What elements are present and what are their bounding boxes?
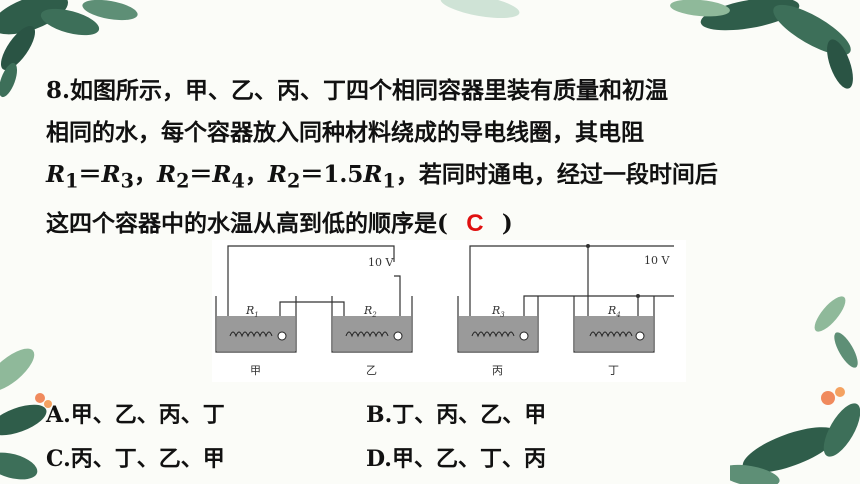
var-r: R (101, 161, 121, 188)
leaf-decoration-bottom-left (0, 348, 52, 480)
subscript: 1 (65, 169, 79, 193)
coil-r3-terminal (519, 331, 529, 341)
equals: ＝ (189, 161, 213, 188)
resistor-label-r2: R2 (363, 304, 377, 319)
coil-r4-terminal (635, 331, 645, 341)
circuit-figure: 10 V 10 V R1 R2 R3 R4 甲 乙 丙 丁 (212, 240, 686, 382)
question-line-2: 相同的水，每个容器放入同种材料绕成的导电线圈，其电阻 (46, 119, 644, 146)
question-line-1: 8.如图所示，甲、乙、丙、丁四个相同容器里装有质量和初温 (46, 77, 669, 104)
answer-mark: C (466, 209, 484, 237)
option-b[interactable]: B.丁、丙、乙、甲 (366, 402, 547, 428)
var-r: R (267, 161, 287, 188)
equals-coefficient: ＝1.5 (300, 161, 364, 188)
coil-group-left (229, 331, 403, 341)
resistor-label-r4: R4 (607, 304, 621, 319)
coil-r2-terminal (393, 331, 403, 341)
question-line-4-head: 这四个容器中的水温从高到低的顺序是( (46, 209, 448, 237)
subscript: 2 (176, 169, 190, 193)
question-line-3-tail: ，若同时通电，经过一段时间后 (395, 161, 718, 188)
question-line-4-tail: ) (501, 209, 513, 237)
container-label-ding: 丁 (608, 364, 619, 377)
coil-r4 (589, 331, 633, 338)
coil-r2 (345, 331, 389, 338)
comma: ， (244, 161, 268, 188)
leaf-decoration-top-right (440, 0, 853, 89)
leaf-decoration-top-left (0, 0, 138, 98)
subscript: 3 (120, 169, 134, 193)
subscript: 4 (231, 169, 245, 193)
coil-r1 (229, 331, 273, 338)
coil-r3 (471, 331, 515, 338)
junction-dot (636, 294, 640, 298)
resistor-label-r1: R1 (245, 304, 259, 319)
container-label-yi: 乙 (366, 364, 377, 377)
voltage-label-left: 10 V (368, 256, 394, 269)
question-line-3: R1＝R3，R2＝R4，R2＝1.5R1，若同时通电，经过一段时间后 (46, 154, 836, 203)
option-a[interactable]: A.甲、乙、丙、丁 (46, 402, 225, 428)
var-r: R (46, 161, 66, 188)
question-line-4: 这四个容器中的水温从高到低的顺序是( C) (46, 203, 836, 245)
comma: ， (133, 161, 157, 188)
subscript: 1 (382, 169, 396, 193)
container-label-bing: 丙 (492, 364, 503, 377)
var-r: R (363, 161, 383, 188)
var-r: R (156, 161, 177, 188)
figure-background (212, 240, 686, 382)
coil-r1-terminal (277, 331, 287, 341)
equals: ＝ (78, 161, 102, 188)
question-text: 8.如图所示，甲、乙、丙、丁四个相同容器里装有质量和初温 相同的水，每个容器放入… (46, 70, 836, 245)
container-label-jia: 甲 (250, 364, 261, 377)
resistor-label-r3: R3 (491, 304, 505, 319)
voltage-label-right: 10 V (644, 254, 670, 267)
option-c[interactable]: C.丙、丁、乙、甲 (46, 446, 225, 472)
subscript: 2 (287, 169, 301, 193)
var-r: R (212, 161, 232, 188)
junction-dot (586, 244, 590, 248)
coil-group-right (471, 331, 645, 341)
option-d[interactable]: D.甲、乙、丁、丙 (366, 446, 546, 472)
junction-dots (586, 244, 640, 298)
leaf-decoration-bottom-right (730, 296, 860, 484)
